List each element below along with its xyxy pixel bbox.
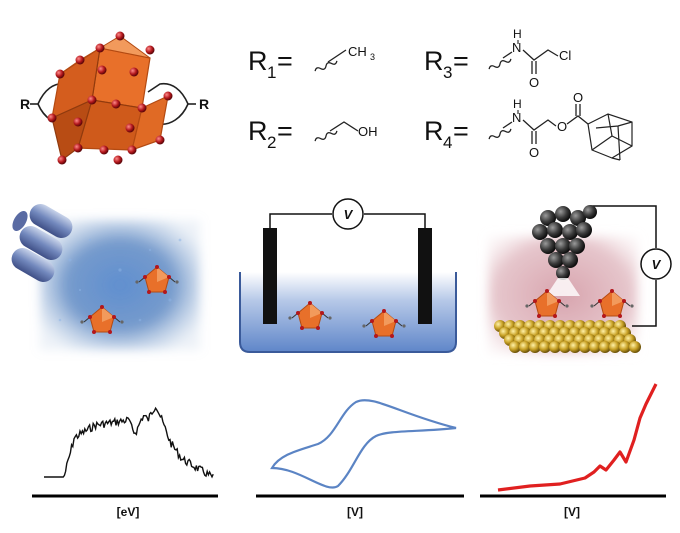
r2-group: OH: [358, 124, 378, 139]
r1-equals: =: [277, 46, 293, 76]
oxygen-nodes: [47, 31, 173, 165]
ligand-label-left: R: [20, 96, 30, 112]
gold-atom: [629, 341, 641, 353]
r4-oxygen-1: O: [529, 145, 539, 160]
r1-group: CH: [348, 44, 367, 59]
r1-bond: [327, 49, 347, 63]
stm-panel: V: [488, 205, 672, 354]
gold-atom: [599, 341, 611, 353]
stm-wire-top: [590, 205, 657, 248]
gold-atom: [549, 341, 561, 353]
electrochem-panel: V: [239, 198, 457, 353]
substituent-r4: R 4 = N H O O O: [424, 90, 633, 161]
plot-cv: [V]: [256, 399, 464, 519]
r4-subscript: 4: [443, 133, 452, 152]
substituent-r3: R 3 = N H O Cl: [424, 27, 571, 90]
r3-symbol: R: [424, 46, 444, 76]
r1-subscript: 1: [267, 63, 276, 82]
r2-chain: [329, 121, 359, 132]
substituent-r2: R 2 = OH: [248, 116, 378, 152]
stm-tip: [532, 205, 597, 280]
tunneling-beam: [546, 278, 580, 296]
plot-ups: [eV]: [32, 406, 218, 519]
substituent-r1: R 1 = CH 3: [248, 44, 375, 82]
ups-spectrum: [44, 406, 214, 479]
r3-wavy-bond: [488, 58, 512, 70]
r4-wavy-bond: [488, 128, 512, 140]
gold-atom: [539, 341, 551, 353]
voltmeter-electrochem: [332, 198, 364, 230]
ligand-label-right: R: [199, 96, 209, 112]
ups-axis-label: [eV]: [117, 505, 140, 519]
r4-equals: =: [453, 116, 469, 146]
ligand-arm-right: [147, 82, 189, 105]
plot-sts: [V]: [480, 383, 666, 519]
r1-symbol: R: [248, 46, 268, 76]
r2-wavy-bond: [314, 130, 338, 142]
gold-atom: [619, 341, 631, 353]
r4-oxygen-3: O: [573, 90, 583, 105]
sts-axis-label: [V]: [564, 505, 580, 519]
octahedron-face: [98, 35, 151, 59]
wire-left: [269, 213, 332, 228]
gold-atom: [589, 341, 601, 353]
voltmeter-stm: [640, 248, 672, 280]
r3-hydrogen: H: [513, 27, 522, 41]
stm-wire-bottom: [632, 280, 657, 327]
r3-equals: =: [453, 46, 469, 76]
r3-group: Cl: [559, 48, 571, 63]
r4-nitrogen: N: [512, 110, 521, 125]
cyclic-voltammogram: [270, 399, 457, 489]
r3-bond: [502, 51, 513, 59]
electrode-left: [263, 228, 277, 324]
gold-atom: [509, 341, 521, 353]
octahedron-edge: [91, 47, 101, 101]
r4-ester: [566, 115, 589, 125]
r4-symbol: R: [424, 116, 444, 146]
adamantyl-cage: [587, 113, 633, 161]
r1-group-subscript: 3: [370, 52, 375, 62]
r4-chain: [522, 119, 557, 131]
r2-subscript: 2: [267, 133, 276, 152]
r4-bond: [502, 121, 513, 129]
r3-subscript: 3: [443, 63, 452, 82]
octahedron-face: [91, 47, 151, 109]
wire-right: [364, 213, 426, 228]
sts-spectrum: [497, 383, 658, 492]
r2-equals: =: [277, 116, 293, 146]
gas-phase-panel: [11, 204, 200, 350]
r3-oxygen: O: [529, 75, 539, 90]
electrolyte-beaker: [239, 272, 457, 353]
gold-atom: [529, 341, 541, 353]
gold-substrate: [494, 320, 641, 353]
voltmeter-label-electrochem: V: [344, 207, 354, 222]
r4-oxygen-2: O: [557, 119, 567, 134]
electrode-right: [418, 228, 432, 324]
r1-wavy-bond: [314, 60, 338, 72]
gold-atom: [559, 341, 571, 353]
cluster-illustration: R R: [20, 31, 209, 165]
gold-atom: [569, 341, 581, 353]
gold-atom: [519, 341, 531, 353]
cv-axis-label: [V]: [347, 505, 363, 519]
r2-symbol: R: [248, 116, 268, 146]
ion-source: [11, 204, 73, 282]
r4-hydrogen: H: [513, 97, 522, 111]
r3-chain: [522, 49, 559, 61]
gas-cloud: [40, 220, 200, 350]
gold-atom: [579, 341, 591, 353]
r3-nitrogen: N: [512, 40, 521, 55]
gold-atom: [609, 341, 621, 353]
voltmeter-label-stm: V: [652, 257, 662, 272]
